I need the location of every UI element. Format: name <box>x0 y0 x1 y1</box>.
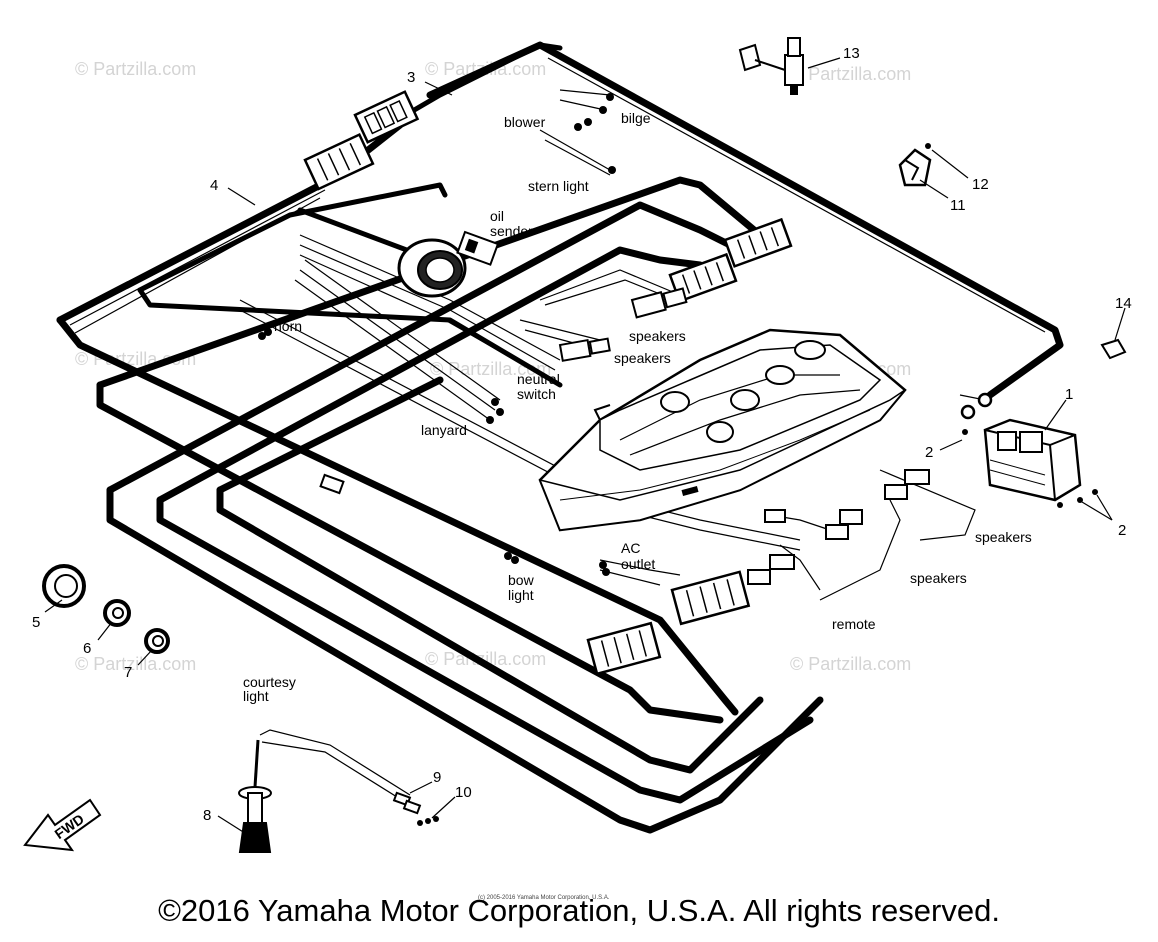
round-connector <box>397 238 467 298</box>
label-speakers: speakers <box>910 570 967 586</box>
speakers-connector <box>630 287 688 319</box>
right-mid-connector <box>668 252 738 303</box>
watermark: © Partzilla.com <box>75 654 196 674</box>
label-bow-light: light <box>508 587 534 603</box>
label-horn: horn <box>274 318 302 334</box>
callout-3: 3 <box>407 69 415 86</box>
lower-connector <box>586 621 662 676</box>
watermark: © Partzilla.com <box>425 649 546 669</box>
label-remote: remote <box>832 616 876 632</box>
label-neutral: neutral <box>517 371 560 387</box>
label-blower: blower <box>504 114 546 130</box>
component-labels: blower bilge stern light oil sender horn… <box>243 110 1032 704</box>
callouts: 1 2 2 3 4 5 6 7 8 9 10 11 12 13 14 <box>32 45 1132 824</box>
fuse-part <box>1100 338 1127 360</box>
watermark: © Partzilla.com <box>75 59 196 79</box>
label-outlet: outlet <box>621 556 655 572</box>
label-sender: sender <box>490 223 533 239</box>
watermark: © Partzilla.com <box>790 64 911 84</box>
connectors <box>258 90 993 676</box>
callout-9: 9 <box>433 769 441 786</box>
label-speakers: speakers <box>975 529 1032 545</box>
remote-connector <box>670 570 751 626</box>
grommet-parts <box>42 564 170 654</box>
callout-6: 6 <box>83 640 91 657</box>
callout-4: 4 <box>210 177 218 194</box>
temperature-sensor <box>738 37 804 95</box>
label-bilge: bilge <box>621 110 651 126</box>
label-speakers: speakers <box>614 350 671 366</box>
label-speakers: speakers <box>629 328 686 344</box>
label-stern-light: stern light <box>528 178 589 194</box>
connector-4 <box>303 132 375 191</box>
callout-10: 10 <box>455 784 472 801</box>
label-ac: AC <box>621 540 640 556</box>
label-courtesy-light: light <box>243 688 269 704</box>
right-upper-connector <box>723 217 793 268</box>
terminal-ends <box>258 93 993 576</box>
thin-harness <box>69 49 1051 803</box>
callout-8: 8 <box>203 807 211 824</box>
small-copyright: (c) 2005-2016 Yamaha Motor Corporation, … <box>478 895 610 901</box>
callout-1: 1 <box>1065 386 1073 403</box>
callout-12: 12 <box>972 176 989 193</box>
copyright-notice: ©2016 Yamaha Motor Corporation, U.S.A. A… <box>158 893 1000 928</box>
label-switch: switch <box>517 386 556 402</box>
battery <box>962 418 1098 508</box>
leader-lines <box>44 57 1126 836</box>
callout-13: 13 <box>843 45 860 62</box>
callout-14: 14 <box>1115 295 1132 312</box>
courtesy-light-part <box>238 739 439 853</box>
label-courtesy: courtesy <box>243 674 296 690</box>
watermark: © Partzilla.com <box>790 654 911 674</box>
callout-7: 7 <box>124 664 132 681</box>
callout-2: 2 <box>925 444 933 461</box>
label-lanyard: lanyard <box>421 422 467 438</box>
fwd-arrow: FWD <box>23 798 102 852</box>
callout-11: 11 <box>950 197 966 214</box>
speaker-plug <box>747 469 930 585</box>
label-bow: bow <box>508 572 535 588</box>
boat-illustration <box>538 328 907 532</box>
label-oil: oil <box>490 208 504 224</box>
callout-5: 5 <box>32 614 40 631</box>
callout-2: 2 <box>1118 522 1126 539</box>
oil-sender-connector <box>456 230 500 266</box>
speakers-connector-2 <box>558 337 611 362</box>
connector-3 <box>353 90 420 144</box>
clip-part <box>898 143 932 187</box>
